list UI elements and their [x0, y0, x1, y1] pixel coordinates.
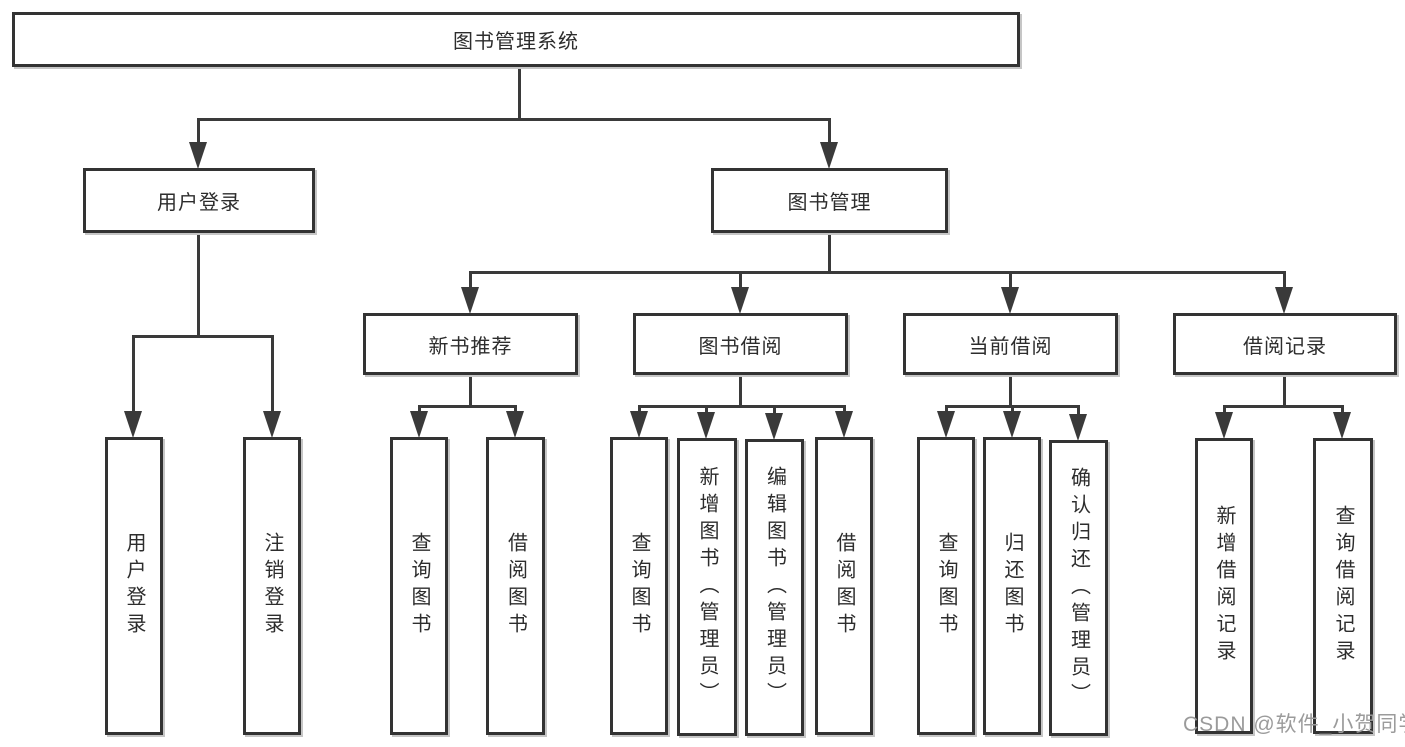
connector-stem-leaf [945, 405, 948, 415]
connector-stem-leaf [1341, 405, 1344, 415]
connector-new-book-horizontal [418, 405, 517, 408]
node-label: 当前借阅 [968, 335, 1053, 358]
arrowhead-down-icon [731, 287, 749, 314]
connector-stem-leaf [514, 405, 517, 415]
connector-stem-user-login [197, 118, 200, 150]
connector-stem-leaf [638, 405, 641, 415]
node-edit-books-admin: 编辑图书（管理员） [745, 439, 804, 736]
arrowhead-down-icon [263, 411, 281, 438]
node-borrow-books-leaf: 借阅图书 [815, 437, 873, 735]
node-label: 用户登录 [123, 532, 145, 640]
node-library-management-system: 图书管理系统 [12, 12, 1020, 67]
node-label: 新增图书（管理员） [696, 465, 718, 709]
connector-stem-leaf [1223, 405, 1226, 415]
connector-l3-horizontal [469, 271, 1286, 274]
connector-stem-current-borrowing [1009, 271, 1012, 293]
arrowhead-down-icon [410, 411, 428, 438]
node-label: 新增借阅记录 [1213, 505, 1235, 667]
connector-user-login-stem [197, 233, 200, 337]
node-label: 用户登录 [157, 192, 241, 214]
arrowhead-down-icon [1275, 287, 1293, 314]
connector-stem-logout-leaf [271, 335, 274, 417]
node-borrowing-records: 借阅记录 [1173, 313, 1397, 375]
connector-stem-new-book [469, 271, 472, 293]
node-query-books-recommend: 查询图书 [390, 437, 448, 735]
node-label: 图书借阅 [698, 335, 783, 358]
node-user-login: 用户登录 [83, 168, 315, 233]
node-add-books-admin: 新增图书（管理员） [677, 438, 737, 736]
node-label: 查询借阅记录 [1332, 505, 1354, 667]
connector-book-management-stem [828, 233, 831, 274]
arrowhead-down-icon [820, 142, 838, 169]
connector-root-l2-horizontal [197, 118, 831, 121]
arrowhead-down-icon [937, 411, 955, 438]
connector-root-stem [518, 65, 521, 120]
connector-stem-leaf [773, 405, 776, 415]
node-label: 注销登录 [261, 532, 283, 640]
connector-stem-book-borrowing [739, 271, 742, 293]
node-current-borrowing: 当前借阅 [903, 313, 1118, 375]
connector-stem-leaf [1077, 405, 1080, 415]
connector-new-book-stem [469, 375, 472, 407]
arrowhead-down-icon [1333, 412, 1351, 439]
node-label: 图书管理系统 [453, 31, 579, 53]
connector-user-login-horizontal [132, 335, 274, 338]
node-new-book-recommend: 新书推荐 [363, 313, 578, 375]
connector-stem-leaf [418, 405, 421, 415]
arrowhead-down-icon [189, 142, 207, 169]
connector-stem-leaf [843, 405, 846, 415]
connector-stem-leaf [705, 405, 708, 415]
arrowhead-down-icon [506, 411, 524, 438]
node-label: 借阅图书 [833, 532, 855, 640]
arrowhead-down-icon [1003, 411, 1021, 438]
arrowhead-down-icon [630, 411, 648, 438]
connector-stem-book-management [828, 118, 831, 150]
node-label: 借阅记录 [1243, 335, 1327, 358]
node-confirm-return-admin: 确认归还（管理员） [1049, 440, 1108, 736]
node-label: 查询图书 [935, 532, 957, 640]
node-label: 编辑图书（管理员） [763, 466, 786, 709]
connector-stem-borrowing-records [1283, 271, 1286, 293]
node-user-login-leaf: 用户登录 [105, 437, 163, 735]
node-label: 查询图书 [408, 532, 430, 640]
node-label: 图书管理 [787, 192, 872, 214]
connector-current-borrow-stem [1009, 375, 1012, 407]
connector-book-borrow-horizontal [638, 405, 846, 408]
node-book-management: 图书管理 [711, 168, 948, 233]
node-query-books-current: 查询图书 [917, 437, 975, 735]
node-query-borrow-record: 查询借阅记录 [1313, 438, 1373, 734]
node-return-books: 归还图书 [983, 437, 1041, 735]
arrowhead-down-icon [124, 411, 142, 438]
connector-stem-user-login-leaf [132, 335, 135, 417]
connector-borrow-record-horizontal [1223, 405, 1344, 408]
csdn-watermark: CSDN @软件_小贺同学 [1183, 713, 1405, 736]
node-label: 借阅图书 [504, 532, 527, 640]
arrowhead-down-icon [1069, 414, 1087, 441]
node-logout-leaf: 注销登录 [243, 437, 301, 735]
node-query-books-borrow: 查询图书 [610, 437, 668, 735]
node-add-borrow-record: 新增借阅记录 [1195, 438, 1253, 734]
node-book-borrowing: 图书借阅 [633, 313, 848, 375]
connector-borrow-record-stem [1283, 375, 1286, 407]
node-borrow-books-recommend: 借阅图书 [486, 437, 545, 735]
arrowhead-down-icon [835, 411, 853, 438]
connector-book-borrow-stem [739, 375, 742, 407]
arrowhead-down-icon [461, 287, 479, 314]
node-label: 新书推荐 [428, 335, 513, 358]
arrowhead-down-icon [765, 413, 783, 440]
connector-stem-leaf [1011, 405, 1014, 415]
node-label: 归还图书 [1001, 532, 1023, 640]
arrowhead-down-icon [697, 412, 715, 439]
arrowhead-down-icon [1001, 287, 1019, 314]
arrowhead-down-icon [1215, 412, 1233, 439]
node-label: 查询图书 [628, 532, 650, 640]
node-label: 确认归还（管理员） [1067, 466, 1090, 710]
